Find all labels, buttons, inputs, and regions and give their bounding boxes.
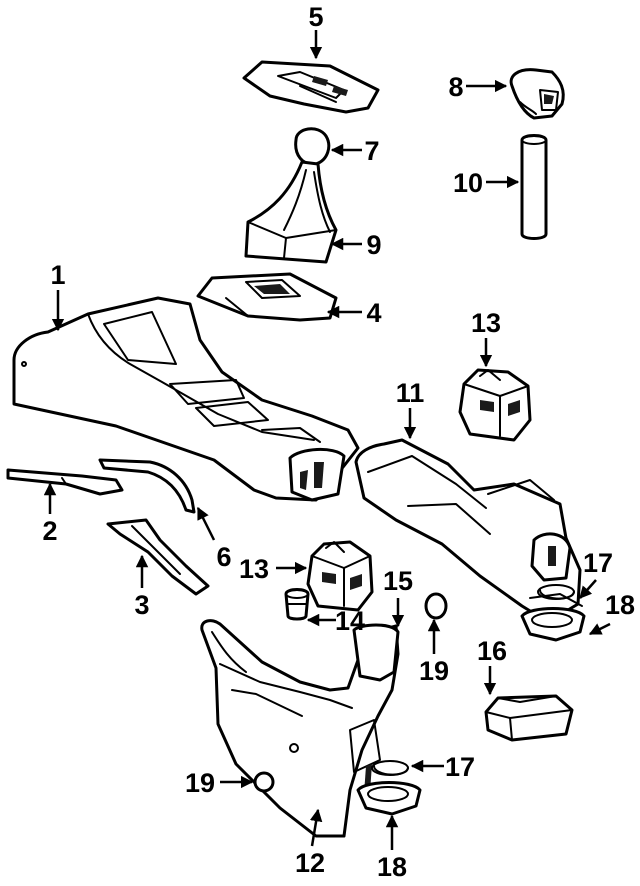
callout-2: 2 [42, 516, 57, 546]
callout-19a: 19 [419, 656, 449, 686]
leader-6 [196, 506, 216, 541]
leader-18a [588, 622, 611, 636]
shifter-bezel-plate [242, 60, 380, 114]
leader-lines [43, 30, 611, 850]
callout-19b: 19 [185, 768, 215, 798]
callout-15: 15 [383, 566, 413, 596]
console-bracket-left [6, 468, 124, 496]
callout-18b: 18 [377, 852, 407, 882]
plug-right [424, 592, 448, 620]
shifter-trim-plate [196, 272, 338, 322]
module-middle [306, 540, 374, 612]
shift-boot [244, 160, 338, 264]
leader-17a [579, 579, 597, 599]
callout-1: 1 [50, 260, 65, 290]
callout-10: 10 [453, 168, 483, 198]
cupholder-tray-right [520, 607, 586, 642]
cupholder-tray-lower [356, 781, 422, 816]
callout-17a: 17 [583, 548, 613, 578]
plug-lower [253, 771, 275, 793]
callout-4: 4 [366, 298, 381, 328]
console-body [12, 296, 360, 502]
leader-12 [309, 808, 323, 847]
console-bracket-lower [106, 518, 210, 596]
callout-14: 14 [335, 606, 365, 636]
module-top [458, 368, 532, 442]
shift-knob [294, 127, 331, 166]
lower-console [200, 619, 400, 838]
callout-13a: 13 [471, 308, 501, 338]
power-outlet [284, 588, 310, 621]
callout-5: 5 [308, 2, 323, 32]
selector-tube [520, 134, 548, 240]
callout-7: 7 [364, 136, 379, 166]
callout-12: 12 [295, 848, 325, 878]
console-trim-strip [98, 458, 196, 514]
callout-11: 11 [396, 378, 425, 408]
cupholder-ring-lower [371, 760, 409, 776]
callout-13b: 13 [239, 554, 269, 584]
callout-8: 8 [448, 72, 463, 102]
callout-labels: 5 8 7 10 9 1 4 13 11 2 6 13 15 17 3 18 1… [42, 2, 635, 882]
selector-handle [509, 68, 565, 120]
callout-17b: 17 [445, 752, 475, 782]
callout-3: 3 [134, 590, 149, 620]
callout-18a: 18 [605, 590, 635, 620]
callout-16: 16 [477, 636, 507, 666]
callout-6: 6 [216, 542, 231, 572]
rear-console [354, 438, 583, 624]
cupholder-ring-right [537, 584, 575, 600]
storage-bin [484, 694, 574, 742]
callout-9: 9 [366, 230, 381, 260]
